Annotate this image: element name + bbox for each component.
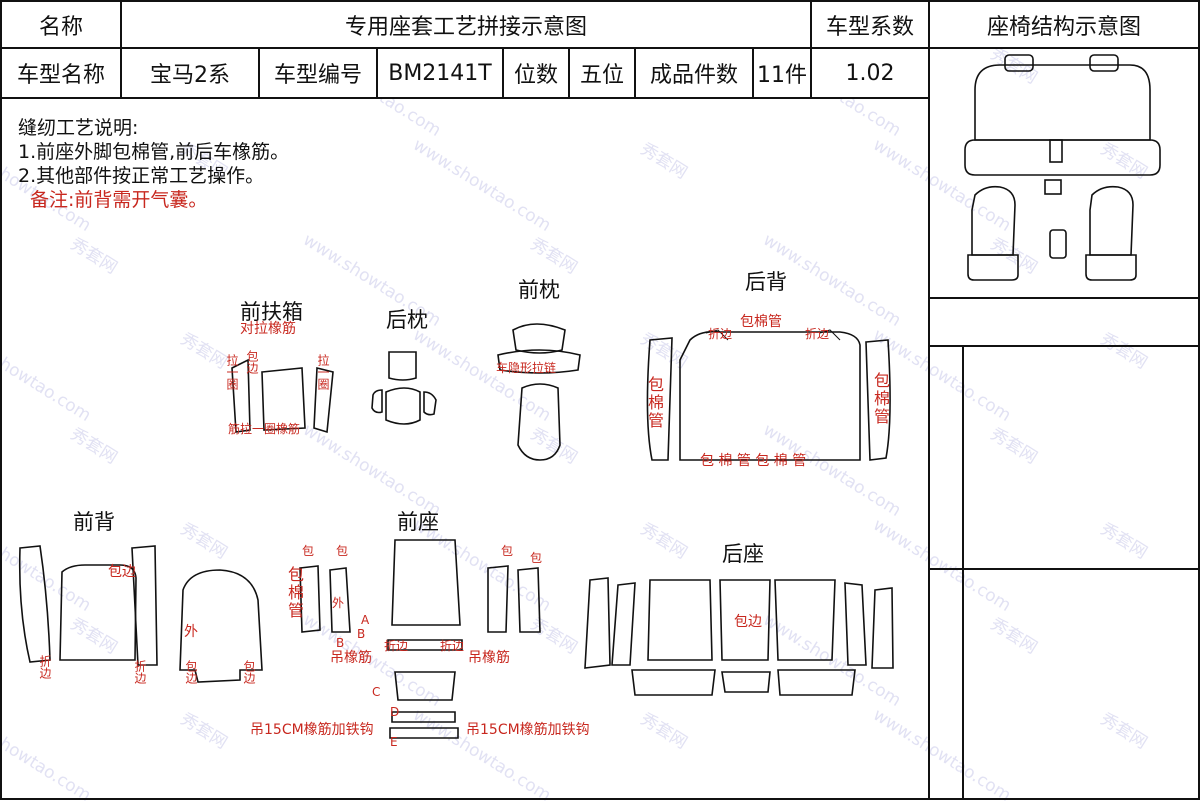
name-label: 名称 — [38, 14, 83, 40]
label-bao-fs-3: 包 — [501, 544, 514, 558]
label-zhe-bian-fs-right: 折边 — [440, 639, 465, 653]
label-A: A — [361, 613, 370, 627]
seat-structure-diagram — [964, 54, 1161, 281]
pieces-label: 成品件数 — [649, 63, 738, 88]
label-B-right: B — [336, 636, 345, 650]
label-bao-bian-armrest: 包边 — [245, 350, 259, 374]
label-diao-xiangjin-left: 吊橡筋 — [330, 650, 372, 666]
front-pillow-pieces — [497, 323, 581, 461]
seats-label: 位数 — [513, 63, 558, 88]
right-panel-lower — [928, 345, 1200, 800]
pieces-value: 11件 — [757, 63, 807, 88]
label-B-left: B — [357, 627, 366, 641]
label-bao-bian-rear-seat: 包边 — [734, 614, 762, 630]
right-panel-inner-line — [962, 345, 964, 800]
notes-heading: 缝纫工艺说明: — [18, 117, 139, 139]
label-rear-back-top: 包棉管 — [740, 314, 782, 330]
group-title-front-back: 前背 — [73, 510, 115, 534]
seats-cell: 五位 — [568, 47, 636, 99]
rear-back-pieces — [646, 329, 891, 461]
notes-line-2: 2.其他部件按正常工艺操作。 — [18, 165, 265, 187]
model-name-label-cell: 车型名称 — [0, 47, 122, 99]
page-title: 专用座套工艺拼接示意图 — [344, 14, 587, 40]
label-bao-fs-2: 包 — [336, 544, 349, 558]
name-label-cell: 名称 — [0, 0, 122, 49]
label-armrest-top: 对拉橡筋 — [240, 321, 296, 337]
right-panel-divider — [928, 568, 1200, 570]
label-zhe-bian-fb-right: 折边 — [133, 660, 147, 684]
group-title-rear-back: 后背 — [745, 270, 787, 294]
label-la-yiquan-left: 拉一圈 — [225, 354, 239, 390]
label-diao-xiangjin-right: 吊橡筋 — [468, 650, 510, 666]
label-C: C — [372, 685, 381, 699]
label-D: D — [390, 705, 400, 719]
label-wai-front-back: 外 — [184, 624, 198, 640]
label-bao-bian-fb-right: 包边 — [242, 660, 256, 684]
label-bao-bian-front-back: 包边 — [108, 564, 136, 580]
label-bao-fs-1: 包 — [302, 544, 315, 558]
group-title-armrest: 前扶箱 — [240, 300, 303, 324]
label-E: E — [390, 735, 398, 749]
label-rear-back-bottom: 包 棉 管 包 棉 管 — [700, 453, 807, 469]
model-no-cell: BM2141T — [376, 47, 504, 99]
model-no-label-cell: 车型编号 — [258, 47, 378, 99]
front-back-pieces — [18, 545, 263, 683]
coef-value: 1.02 — [845, 60, 895, 86]
struct-label: 座椅结构示意图 — [986, 14, 1141, 40]
coef-label-cell: 车型系数 — [810, 0, 930, 49]
armrest-pieces — [231, 358, 334, 434]
label-zhe-bian-rear-left: 折边 — [708, 327, 733, 341]
label-zhe-bian-fs-left: 折边 — [384, 639, 409, 653]
coef-label: 车型系数 — [825, 14, 914, 40]
label-armrest-bottom: 筋拉一圈橡筋 — [228, 422, 301, 436]
model-no-label: 车型编号 — [273, 63, 362, 88]
label-hook-left: 吊15CM橡筋加铁钩 — [250, 722, 374, 738]
group-title-rear-pillow: 后枕 — [386, 308, 428, 332]
group-title-front-pillow: 前枕 — [518, 278, 560, 302]
label-front-pillow-zip: 车隐形拉链 — [496, 361, 557, 375]
model-name-cell: 宝马2系 — [120, 47, 260, 99]
label-la-yiquan-right: 拉一圈 — [316, 354, 330, 390]
label-wai-front-seat: 外 — [332, 596, 345, 610]
group-title-rear-seat: 后座 — [722, 542, 764, 566]
model-name: 宝马2系 — [150, 63, 230, 88]
seats-label-cell: 位数 — [502, 47, 570, 99]
front-seat-pieces — [299, 539, 541, 739]
label-rear-back-right: 包棉管 — [871, 372, 890, 426]
notes-line-1: 1.前座外脚包棉管,前后车橡筋。 — [18, 141, 290, 163]
struct-label-cell: 座椅结构示意图 — [928, 0, 1200, 49]
label-hook-right: 吊15CM橡筋加铁钩 — [466, 722, 590, 738]
label-bao-mian-guan-front-seat: 包棉管 — [285, 566, 304, 620]
label-zhe-bian-fb-left: 折边 — [38, 655, 52, 679]
seats-value: 五位 — [579, 63, 624, 88]
label-zhe-bian-rear-right: 折边 — [805, 327, 830, 341]
model-no: BM2141T — [388, 60, 492, 86]
label-bao-fs-4: 包 — [530, 551, 543, 565]
rear-seat-pieces — [584, 577, 894, 696]
rear-pillow-pieces — [371, 351, 437, 425]
notes-remark: 备注:前背需开气囊。 — [30, 189, 208, 211]
label-bao-bian-fb-left: 包边 — [184, 660, 198, 684]
model-name-label: 车型名称 — [16, 63, 105, 88]
label-rear-back-left: 包棉管 — [645, 376, 664, 430]
group-title-front-seat: 前座 — [397, 510, 439, 534]
